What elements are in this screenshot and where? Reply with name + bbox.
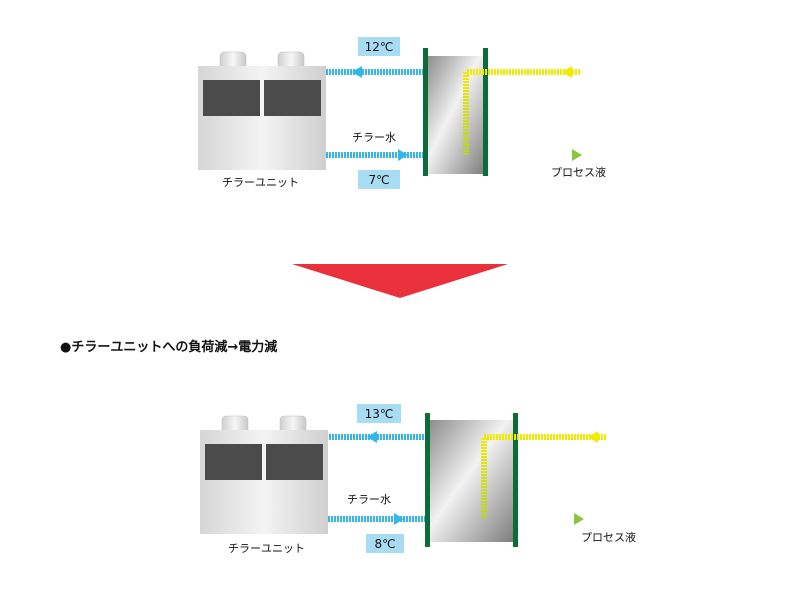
process-inlet-line — [481, 434, 606, 519]
top-diagram: チラーユニット 12℃ 7℃ チラー水 プロセス液 — [198, 37, 606, 189]
chiller-water-label: チラー水 — [352, 131, 396, 144]
process-in-arrow — [588, 431, 598, 443]
bottom-diagram: チラーユニット 13℃ 8℃ チラー水 プロセス液 — [200, 404, 636, 555]
return-flow-arrow — [352, 66, 362, 78]
process-liquid-label: プロセス液 — [551, 165, 606, 179]
process-out-arrow — [574, 513, 584, 525]
return-temp-label: 12℃ — [365, 40, 394, 54]
supply-temp-label: 7℃ — [368, 173, 389, 187]
process-liquid-label: プロセス液 — [581, 530, 636, 544]
unit-panel-left — [205, 444, 262, 480]
return-temp-label: 13℃ — [365, 407, 394, 421]
supply-flow-arrow — [398, 149, 408, 161]
process-out-arrow — [572, 149, 582, 161]
unit-panel-right — [264, 80, 321, 116]
transition-arrow — [292, 264, 508, 298]
unit-panel-right — [266, 444, 323, 480]
process-in-arrow — [562, 66, 572, 78]
chiller-unit — [200, 415, 328, 534]
supply-flow-arrow — [394, 513, 404, 525]
chiller-unit-label: チラーユニット — [228, 542, 305, 555]
return-flow-arrow — [367, 431, 377, 443]
process-inlet-line — [463, 69, 580, 155]
chiller-unit — [198, 51, 326, 170]
unit-panel-left — [203, 80, 260, 116]
supply-temp-label: 8℃ — [374, 537, 395, 551]
load-reduction-note: ●チラーユニットへの負荷減→電力減 — [60, 340, 278, 355]
chiller-unit-label: チラーユニット — [222, 176, 299, 189]
chiller-water-label: チラー水 — [347, 493, 391, 506]
heat-exchanger — [428, 420, 516, 542]
